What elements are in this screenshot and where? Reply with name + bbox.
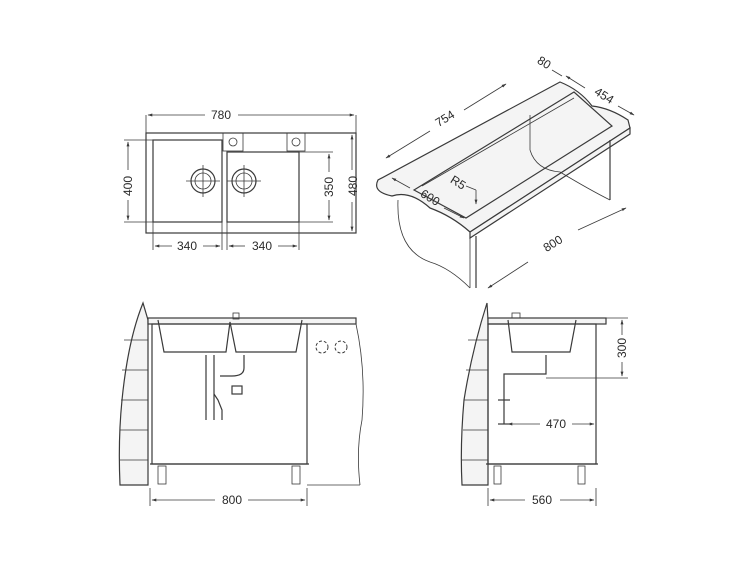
tap-hole-hidden-2 <box>334 340 348 354</box>
sink-outline <box>145 132 357 234</box>
dim-cabinet-width-iso: 800 <box>541 232 566 255</box>
dim-left-bowl-depth: 400 <box>121 176 135 196</box>
tap-hole-hidden-1 <box>315 340 329 354</box>
left-bowl <box>152 139 223 223</box>
sink-bowls-section <box>157 319 303 353</box>
dim-right-bowl-depth: 350 <box>322 177 336 197</box>
sink-bowl-section-side <box>507 319 577 353</box>
tap-hole-pad-right <box>286 132 306 152</box>
dim-cabinet-depth: 560 <box>532 493 552 507</box>
dim-cabinet-width-front: 800 <box>222 493 242 507</box>
dim-cutout-length: 754 <box>433 107 458 130</box>
cabinet-leg-right <box>291 465 301 485</box>
drain-plumbing <box>205 355 245 420</box>
brick-wall-side <box>460 302 489 486</box>
dim-cutout-depth: 454 <box>592 84 617 107</box>
tap-hole-right <box>291 137 301 147</box>
tap-hole-left <box>228 137 238 147</box>
dim-drain-offset: 470 <box>546 417 566 431</box>
dim-overall-width: 780 <box>211 108 231 122</box>
cabinet-leg-left <box>157 465 167 485</box>
drain-plumbing-side <box>498 355 547 425</box>
countertop-front <box>147 317 357 325</box>
dim-right-bowl-width: 340 <box>252 239 272 253</box>
countertop <box>376 81 631 233</box>
dim-left-bowl-width: 340 <box>177 239 197 253</box>
dim-overall-depth: 480 <box>346 176 360 196</box>
cabinet <box>151 323 308 465</box>
tap-hole-pad-left <box>222 132 244 152</box>
top-view: 780 400 350 480 340 340 <box>121 108 360 253</box>
brick-wall <box>118 301 149 486</box>
dim-bowl-depth-side: 300 <box>615 338 629 358</box>
countertop-side <box>487 317 607 325</box>
cabinet-break-line <box>397 199 471 289</box>
right-bowl <box>226 151 300 223</box>
front-view: 800 <box>118 301 364 507</box>
dim-front-offset: 80 <box>535 53 554 72</box>
iso-cutout-view: 754 80 454 R5 600 800 <box>376 53 635 289</box>
cutout-opening <box>412 91 613 219</box>
side-view: 300 470 560 <box>460 302 629 507</box>
